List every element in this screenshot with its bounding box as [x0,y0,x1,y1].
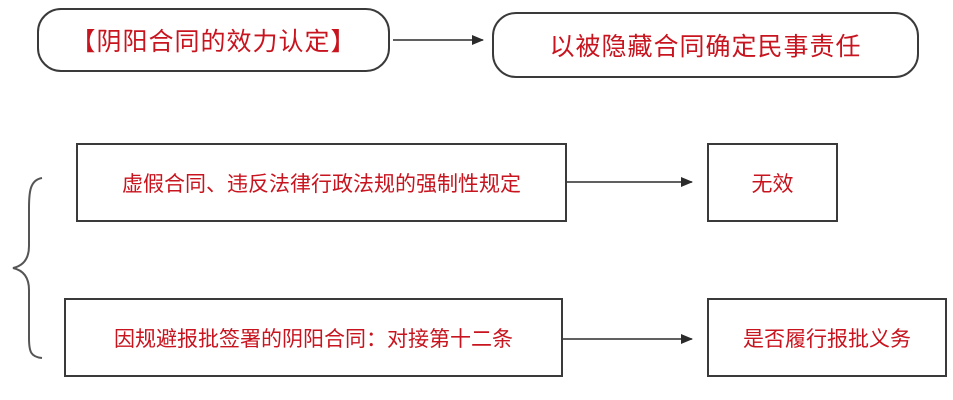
case1-result-box: 无效 [707,143,838,222]
curly-brace [12,177,43,359]
top-title-box: 【阴阳合同的效力认定】 [37,8,390,72]
case1-result-text: 无效 [751,171,794,196]
case2-condition-box: 因规避报批签署的阴阳合同：对接第十二条 [64,298,563,377]
case2-result-text: 是否履行报批义务 [743,326,911,351]
top-result-box: 以被隐藏合同确定民事责任 [492,12,919,78]
case2-result-box: 是否履行报批义务 [707,298,947,377]
top-result-text: 以被隐藏合同确定民事责任 [549,32,862,61]
case1-condition-box: 虚假合同、违反法律行政法规的强制性规定 [76,143,567,222]
case2-condition-text: 因规避报批签署的阴阳合同：对接第十二条 [114,326,513,351]
top-title-text: 【阴阳合同的效力认定】 [70,27,357,56]
case1-condition-text: 虚假合同、违反法律行政法规的强制性规定 [122,171,521,196]
